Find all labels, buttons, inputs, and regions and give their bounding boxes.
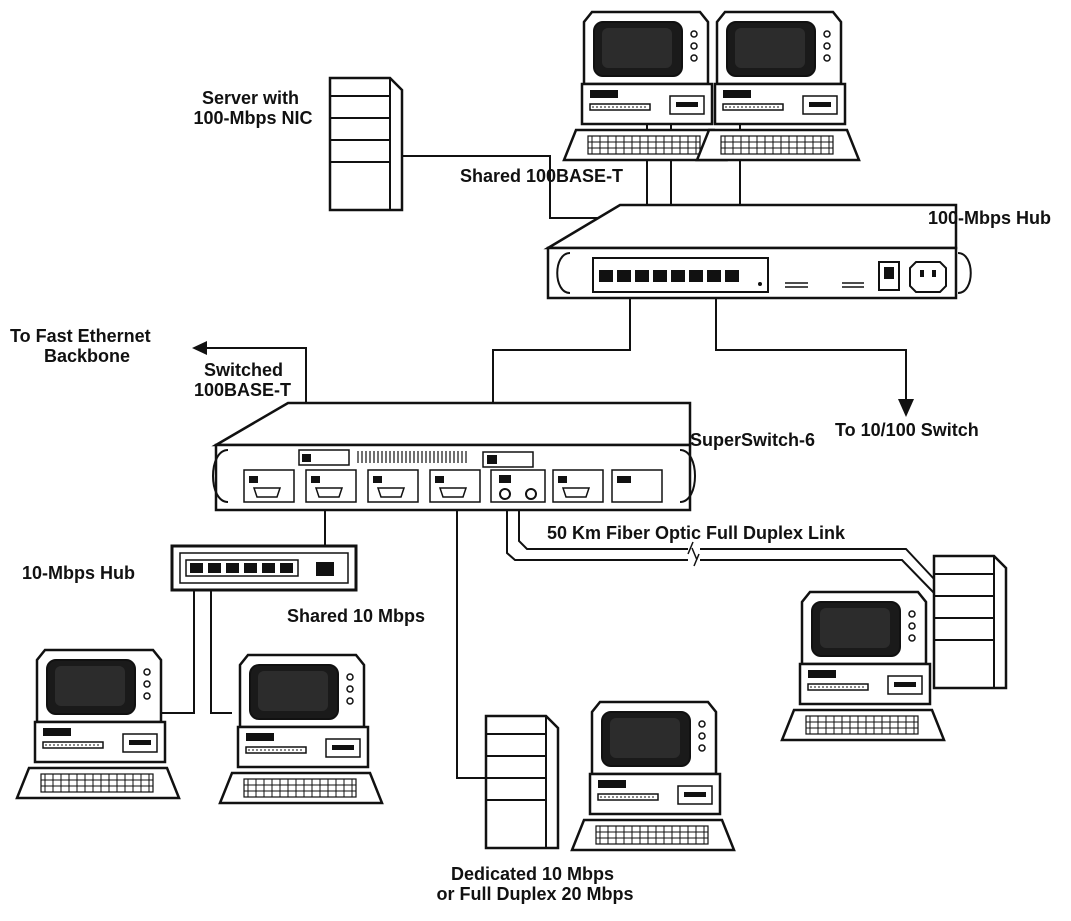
fiber-remote-tower	[934, 556, 1006, 688]
server-tower	[330, 78, 402, 210]
hub-10mbps-label: 10-Mbps Hub	[22, 563, 135, 583]
switch-arrowhead	[898, 399, 914, 417]
hub-10mbps	[172, 546, 356, 590]
desktop-pc-bottom-left	[17, 650, 179, 798]
desktop-pc-top-left	[564, 12, 726, 160]
switched-100base-t-label: Switched 100BASE-T	[194, 360, 291, 400]
desktop-pc-dedicated	[572, 702, 734, 850]
desktop-pc-fiber	[782, 592, 944, 740]
fiber-optic-link	[507, 506, 935, 594]
dedicated-link-label: Dedicated 10 Mbps or Full Duplex 20 Mbps	[436, 864, 633, 904]
desktop-pc-top-right	[697, 12, 859, 160]
shared-100base-t-label: Shared 100BASE-T	[460, 166, 623, 186]
to-10-100-switch-label: To 10/100 Switch	[835, 420, 979, 440]
hub-100mbps	[548, 205, 971, 298]
desktop-pc-bottom-mid	[220, 655, 382, 803]
superswitch-label: SuperSwitch-6	[690, 430, 815, 450]
server-label: Server with 100-Mbps NIC	[193, 88, 312, 128]
shared-10mbps-label: Shared 10 Mbps	[287, 606, 425, 626]
backbone-arrowhead	[192, 341, 207, 355]
superswitch-6	[213, 403, 695, 510]
hub-100mbps-label: 100-Mbps Hub	[928, 208, 1051, 228]
hub-to-10-100-switch-line	[716, 290, 906, 403]
superswitch-to-dedicated-line	[457, 500, 488, 778]
dedicated-tower	[486, 716, 558, 848]
fast-ethernet-backbone-label: To Fast Ethernet Backbone	[10, 326, 156, 366]
fiber-link-label: 50 Km Fiber Optic Full Duplex Link	[547, 523, 846, 543]
